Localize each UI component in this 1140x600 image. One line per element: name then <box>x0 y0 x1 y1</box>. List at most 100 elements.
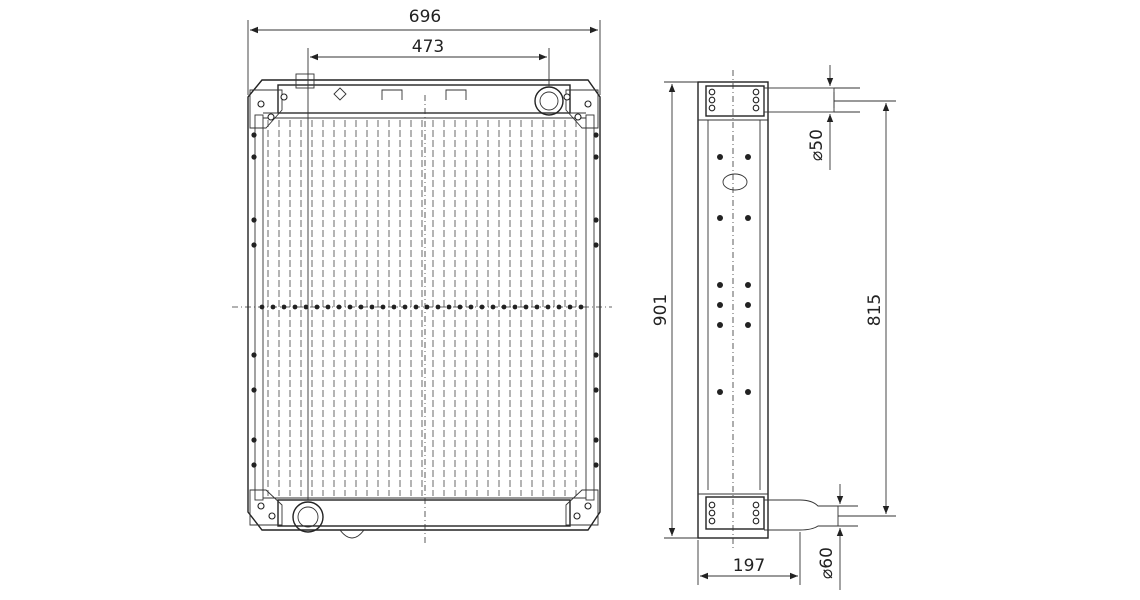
rivet-dot <box>325 304 331 310</box>
upper-outlet-pipe <box>534 86 564 116</box>
frame-outline <box>247 79 601 531</box>
side-bolt-left <box>251 352 257 358</box>
core-fins <box>267 120 577 496</box>
top-hook-2 <box>445 89 467 100</box>
side-bottom-tank <box>705 496 765 530</box>
corner-bolt <box>280 93 288 101</box>
side-rivet <box>745 282 751 288</box>
side-bolt-right <box>593 217 599 223</box>
side-bolt-right <box>593 154 599 160</box>
rivet-dot <box>391 304 397 310</box>
rivet-dot <box>567 304 573 310</box>
tank-clamp-bolt <box>708 96 716 104</box>
side-bolt-right <box>593 242 599 248</box>
side-bolt-left <box>251 462 257 468</box>
side-rivet <box>745 154 751 160</box>
rivet-dot <box>336 304 342 310</box>
corner-bolt <box>257 100 265 108</box>
side-rivet <box>717 282 723 288</box>
tank-clamp-bolt <box>752 501 760 509</box>
rivet-dot <box>512 304 518 310</box>
rivet-dot <box>424 304 430 310</box>
dim-upper-pipe-diameter: ⌀50 <box>807 129 827 161</box>
corner-bolt <box>584 502 592 510</box>
rivet-dot <box>358 304 364 310</box>
tank-clamp-bolt <box>708 88 716 96</box>
rivet-dot <box>457 304 463 310</box>
dim-inlet-spacing: 473 <box>412 37 444 57</box>
side-bolt-right <box>593 437 599 443</box>
side-rivet <box>745 302 751 308</box>
tank-clamp-bolt <box>708 517 716 525</box>
lower-hose-pipe <box>764 499 839 531</box>
side-bolt-right <box>593 387 599 393</box>
rivet-dot <box>292 304 298 310</box>
side-rivet <box>717 302 723 308</box>
dim-lower-pipe-diameter: ⌀60 <box>817 547 837 579</box>
rivet-dot <box>402 304 408 310</box>
rivet-dot <box>556 304 562 310</box>
side-rivet <box>745 215 751 221</box>
bracket-top-right <box>565 89 599 129</box>
rivet-dot <box>303 304 309 310</box>
mounting-bolts <box>251 93 599 520</box>
side-bolt-left <box>251 242 257 248</box>
bottom-tank <box>277 499 571 527</box>
side-view: 901 815 197 ⌀50 ⌀60 <box>651 65 896 590</box>
filler-neck <box>295 73 315 89</box>
rivet-dot <box>578 304 584 310</box>
rivet-dot <box>369 304 375 310</box>
rivet-dot <box>446 304 452 310</box>
side-bolt-left <box>251 132 257 138</box>
dim-side-depth: 197 <box>733 556 765 576</box>
tank-clamp-bolt <box>752 509 760 517</box>
rivet-dot <box>545 304 551 310</box>
tank-clamp-bolt <box>708 509 716 517</box>
top-tank <box>277 84 571 114</box>
drain-lug <box>339 529 365 539</box>
rivet-dot <box>479 304 485 310</box>
rivet-dot <box>534 304 540 310</box>
corner-bolt <box>584 100 592 108</box>
oval-slot <box>722 173 748 191</box>
rivet-dot <box>314 304 320 310</box>
side-bolt-left <box>251 217 257 223</box>
rivet-dot <box>490 304 496 310</box>
tank-clamp-bolt <box>752 104 760 112</box>
dim-overall-height: 901 <box>651 294 671 326</box>
front-view: 696 473 <box>232 7 612 545</box>
rivet-dot <box>413 304 419 310</box>
side-rivet <box>717 154 723 160</box>
side-mounting-bolts <box>708 88 760 525</box>
side-bolt-right <box>593 132 599 138</box>
rivet-dot <box>281 304 287 310</box>
centerline-dots <box>259 304 584 310</box>
side-bolt-left <box>251 437 257 443</box>
corner-bolt <box>563 93 571 101</box>
side-bolt-left <box>251 154 257 160</box>
side-rivet <box>717 215 723 221</box>
rivet-dot <box>259 304 265 310</box>
side-rivet <box>745 322 751 328</box>
corner-bolt <box>257 502 265 510</box>
top-hook-1 <box>381 89 403 100</box>
right-side-plate <box>585 114 595 501</box>
top-diamond <box>333 87 347 101</box>
dim-core-height: 815 <box>865 294 885 326</box>
corner-bolt <box>574 113 582 121</box>
rivet-dot <box>523 304 529 310</box>
rivet-dot <box>347 304 353 310</box>
corner-bolt <box>573 512 581 520</box>
rivet-dot <box>501 304 507 310</box>
rivet-dot <box>435 304 441 310</box>
side-bolt-right <box>593 462 599 468</box>
tank-clamp-bolt <box>708 501 716 509</box>
upper-hose-pipe <box>763 87 835 113</box>
tank-clamp-bolt <box>708 104 716 112</box>
side-bolt-right <box>593 352 599 358</box>
side-rivet <box>745 389 751 395</box>
tank-clamp-bolt <box>752 517 760 525</box>
tank-clamp-bolt <box>752 88 760 96</box>
bracket-top-left <box>249 89 283 129</box>
